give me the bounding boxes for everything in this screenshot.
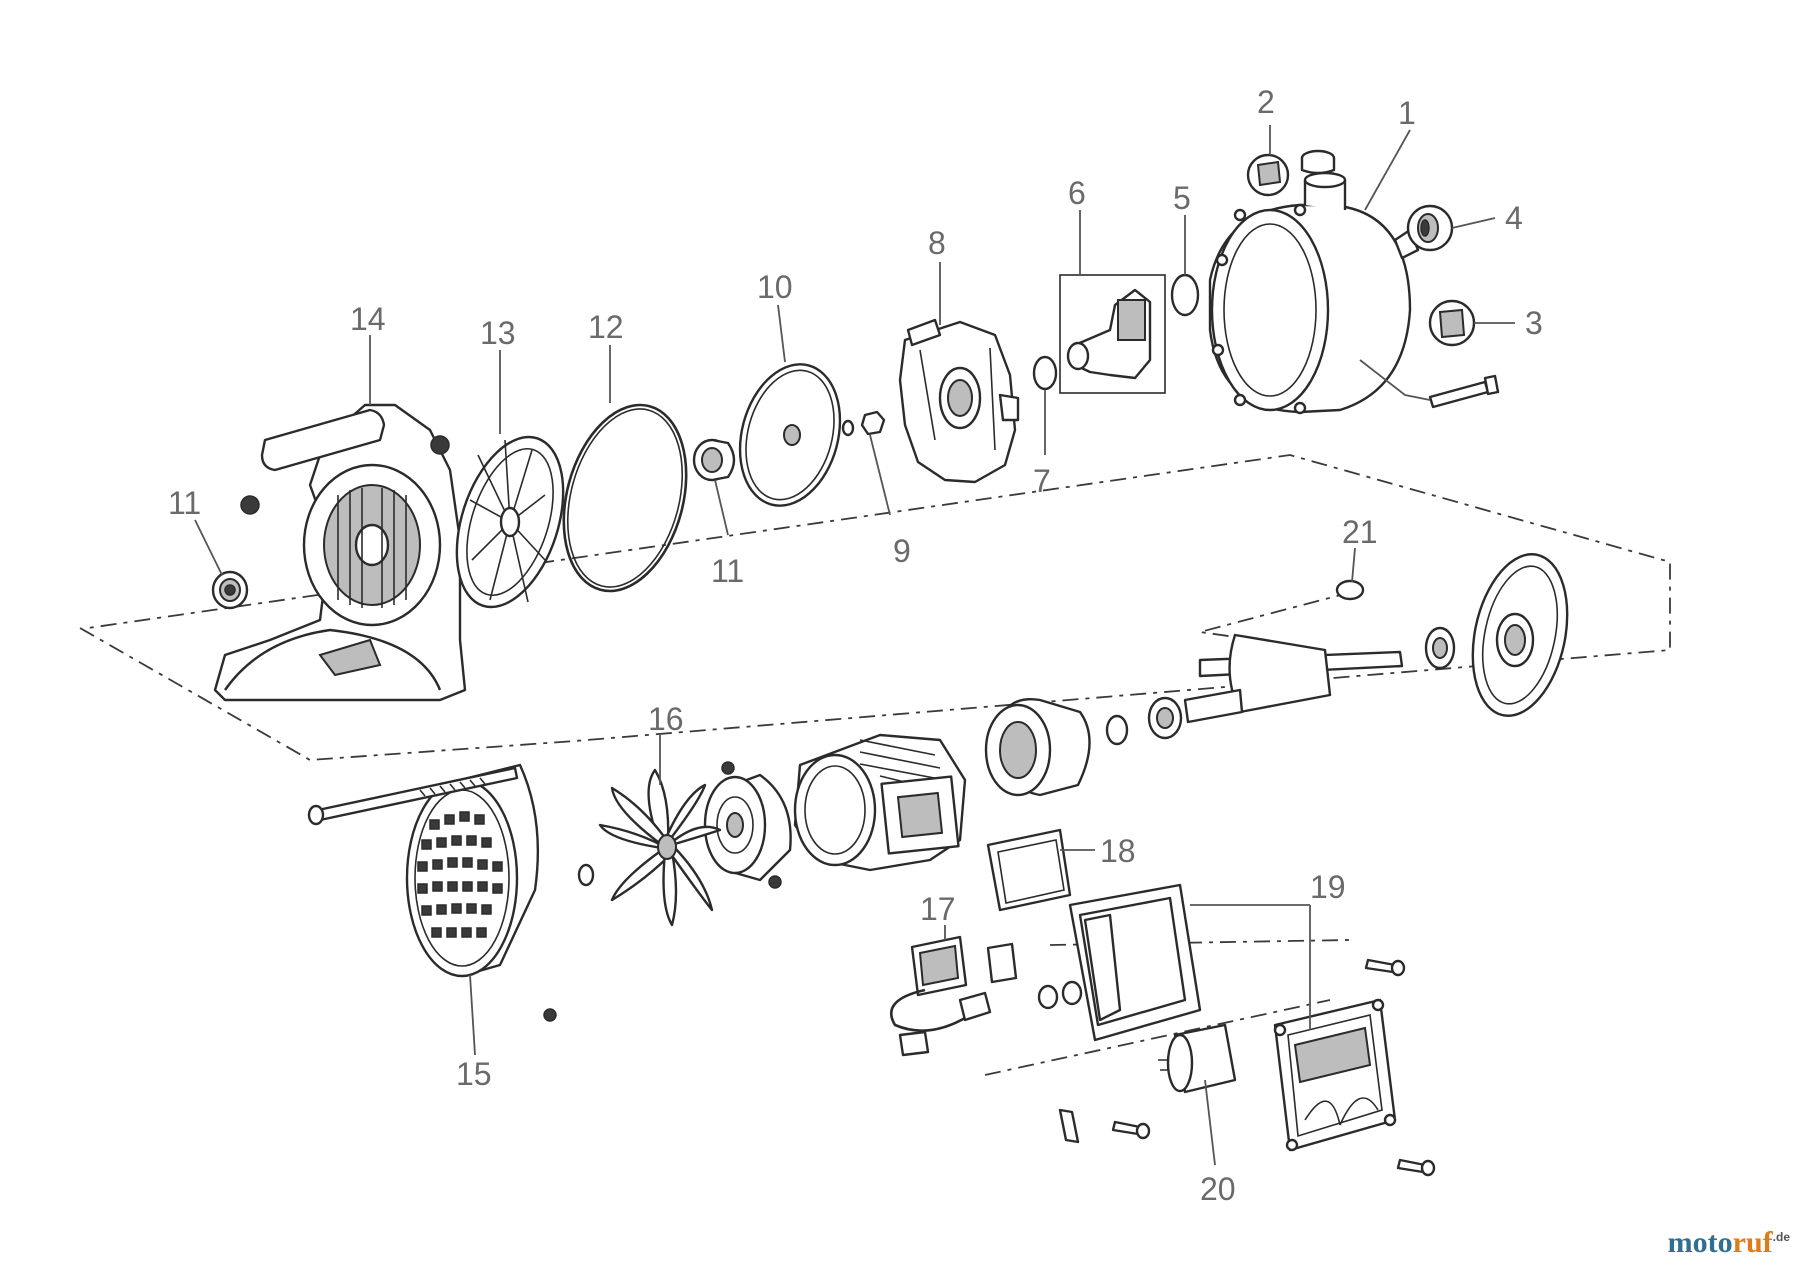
rotor-shaft	[1183, 633, 1404, 724]
label-5: 5	[1173, 180, 1191, 216]
label-7: 7	[1033, 463, 1051, 499]
part-14-pump-bracket	[213, 403, 467, 702]
motor-end-shield-left	[703, 761, 792, 889]
part-12-o-ring	[562, 403, 688, 593]
label-11-left: 11	[168, 485, 201, 521]
brand-part1: moto	[1667, 1226, 1733, 1259]
part-7-small-o-ring	[1032, 355, 1058, 391]
label-14: 14	[350, 301, 386, 337]
part-labels: 1 2 3 4 5 6 7 8 9 10 11 11 12 13 14 15 1…	[168, 84, 1543, 1207]
pump-body-bolt	[1359, 359, 1500, 409]
label-21: 21	[1342, 514, 1378, 550]
assembly-dash-lines	[79, 454, 1671, 1076]
terminal-screws	[1058, 958, 1436, 1177]
part-11-grommet-left	[211, 570, 249, 610]
part-4-plug	[1406, 204, 1454, 252]
part-19-terminal-lid	[1273, 998, 1397, 1152]
fan-clip-ring	[577, 863, 595, 887]
part-18-gasket	[986, 828, 1072, 912]
label-9: 9	[893, 533, 911, 569]
label-17: 17	[920, 891, 956, 927]
part-15-fan-cover	[405, 763, 557, 1022]
part-2-drain-plug	[1246, 149, 1336, 197]
label-10: 10	[757, 269, 793, 305]
motor-end-shield-right	[1471, 553, 1569, 717]
part-17-switch-cable	[890, 935, 1083, 1057]
part-13-diffuser	[455, 435, 565, 609]
label-15: 15	[456, 1056, 492, 1092]
label-2: 2	[1257, 84, 1275, 120]
label-18: 18	[1100, 833, 1136, 869]
part-5-seal-ring	[1170, 273, 1200, 317]
label-11-mid: 11	[711, 553, 744, 589]
part-6-ejector-assembly	[1059, 274, 1166, 394]
label-19: 19	[1310, 869, 1346, 905]
part-1-pump-body	[1208, 171, 1420, 415]
part-9-nut	[841, 410, 886, 437]
part-11-bushing-mid	[692, 438, 736, 482]
label-20: 20	[1200, 1171, 1236, 1207]
label-1: 1	[1398, 95, 1416, 131]
motor-housing	[793, 733, 967, 872]
part-21-key	[1335, 579, 1365, 601]
label-4: 4	[1505, 200, 1523, 236]
label-16: 16	[648, 701, 684, 737]
motor-stator	[984, 698, 1091, 797]
tie-rod	[307, 766, 519, 826]
leader-lines	[194, 125, 1515, 1166]
brand-logo: motoruf.de	[1668, 1226, 1790, 1260]
part-16-cooling-fan	[598, 768, 722, 927]
label-13: 13	[480, 315, 516, 351]
part-3-plug	[1428, 299, 1476, 347]
label-12: 12	[588, 309, 624, 345]
part-8-housing-cover	[898, 318, 1020, 484]
part-20-capacitor	[1158, 1023, 1237, 1094]
part-10-impeller-disc	[738, 363, 842, 507]
label-8: 8	[928, 225, 946, 261]
shaft-bearing-left	[1105, 696, 1183, 746]
label-3: 3	[1525, 305, 1543, 341]
label-6: 6	[1068, 175, 1086, 211]
brand-part2: ruf	[1732, 1226, 1773, 1259]
part-19-terminal-box	[1068, 883, 1202, 1042]
shaft-bearing-right	[1424, 626, 1456, 670]
brand-tld: .de	[1772, 1230, 1790, 1244]
